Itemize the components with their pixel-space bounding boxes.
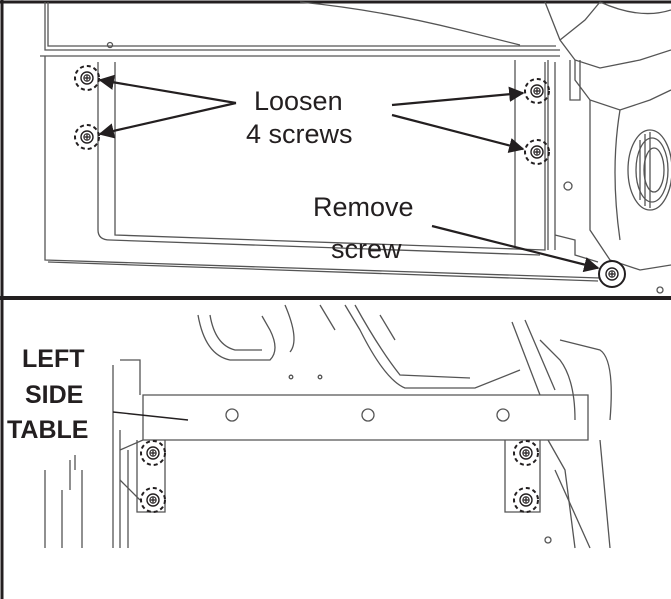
remove-arrow [431, 224, 600, 273]
screw-remove [598, 260, 626, 288]
loosen-arrows [98, 74, 525, 153]
remove-label-line2: screw [331, 234, 402, 264]
loosen-label-line2: 4 screws [246, 119, 353, 149]
screw-bottom-right-2 [513, 487, 539, 513]
left-side-table-leader [112, 411, 189, 421]
left-side-table-label-line1: LEFT [22, 345, 85, 373]
remove-label-line1: Remove [313, 192, 414, 222]
screw-bottom-left-2 [140, 487, 166, 513]
left-side-table-label-line2: SIDE [25, 381, 84, 409]
loosen-label-line1: Loosen [254, 86, 343, 116]
screw-bottom-left-1 [140, 440, 166, 466]
screw-bottom-right-1 [513, 440, 539, 466]
bottom-panel-illustration [44, 304, 612, 549]
left-side-table-label-line3: TABLE [7, 416, 89, 444]
screw-top-left-2 [74, 124, 100, 150]
screw-top-left-1 [74, 65, 100, 91]
